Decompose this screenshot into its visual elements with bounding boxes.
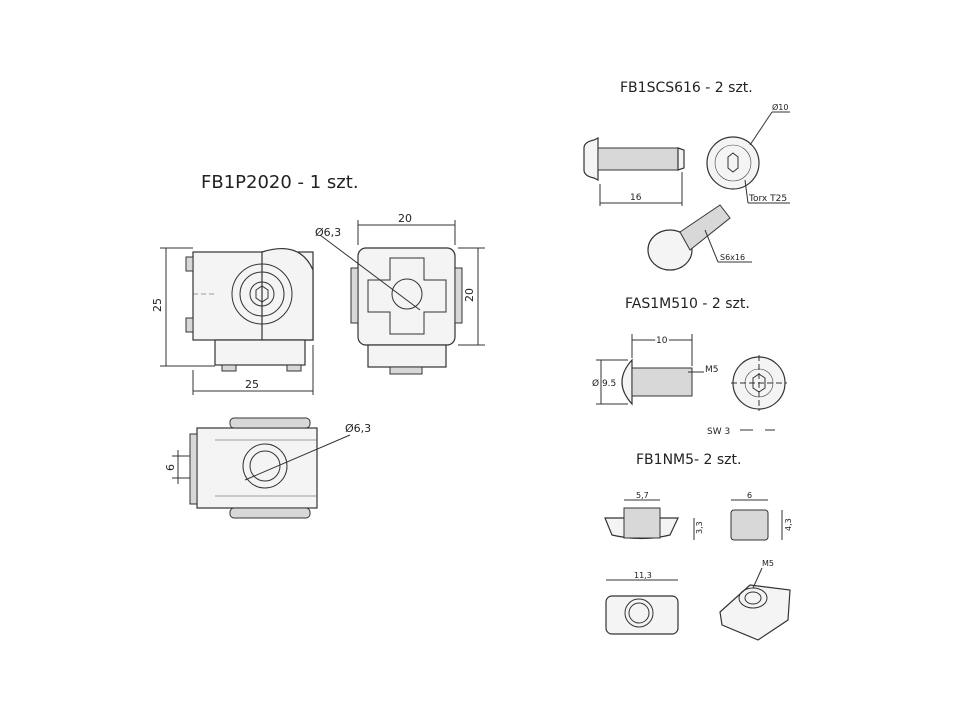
- dim-front-height: 20: [463, 288, 476, 302]
- nut-thread: M5: [762, 559, 774, 568]
- title-fb1p2020: FB1P2020 - 1 szt.: [201, 172, 359, 193]
- title-fb1scs616: FB1SCS616 - 2 szt.: [620, 80, 753, 96]
- dim-top-offset: 6: [164, 464, 177, 471]
- dim-screw-length: 16: [630, 193, 642, 203]
- title-fb1nm5: FB1NM5- 2 szt.: [636, 452, 742, 468]
- dim-front-hole: Ø6,3: [315, 226, 341, 239]
- dim-nut-height-b: 4,3: [784, 518, 793, 531]
- screw-drive: Torx T25: [748, 194, 787, 204]
- screw-size: S6x16: [720, 253, 745, 262]
- bolt-drawing: 10 Ø 9.5 M5 SW 3: [592, 334, 787, 437]
- dim-nut-top-width: 5,7: [636, 491, 649, 500]
- title-fas1m510: FAS1M510 - 2 szt.: [625, 296, 750, 312]
- dim-bolt-head: Ø 9.5: [592, 378, 616, 389]
- bracket-side-view: 25 25: [151, 247, 314, 395]
- bracket-front-view: Ø6,3 20 20: [315, 212, 485, 375]
- dim-bolt-length: 10: [656, 336, 668, 346]
- dim-side-width: 25: [245, 378, 259, 391]
- dim-side-height: 25: [151, 298, 164, 312]
- dim-front-width: 20: [398, 212, 412, 225]
- dim-nut-height-a: 3,3: [695, 521, 704, 534]
- dim-bolt-key: SW 3: [707, 427, 730, 437]
- bolt-thread: M5: [705, 365, 719, 375]
- nut-drawing: 5,7 3,3 6 4,3 11,3 M5: [604, 491, 793, 641]
- screw-drawing: 16 Ø10 Torx T25 S6x16: [583, 102, 790, 271]
- dim-top-hole: Ø6,3: [345, 422, 371, 435]
- dim-nut-side-width: 6: [747, 491, 752, 500]
- dim-nut-length: 11,3: [634, 571, 652, 580]
- bracket-top-view: Ø6,3 6: [164, 417, 371, 519]
- dim-screw-head: Ø10: [772, 102, 788, 112]
